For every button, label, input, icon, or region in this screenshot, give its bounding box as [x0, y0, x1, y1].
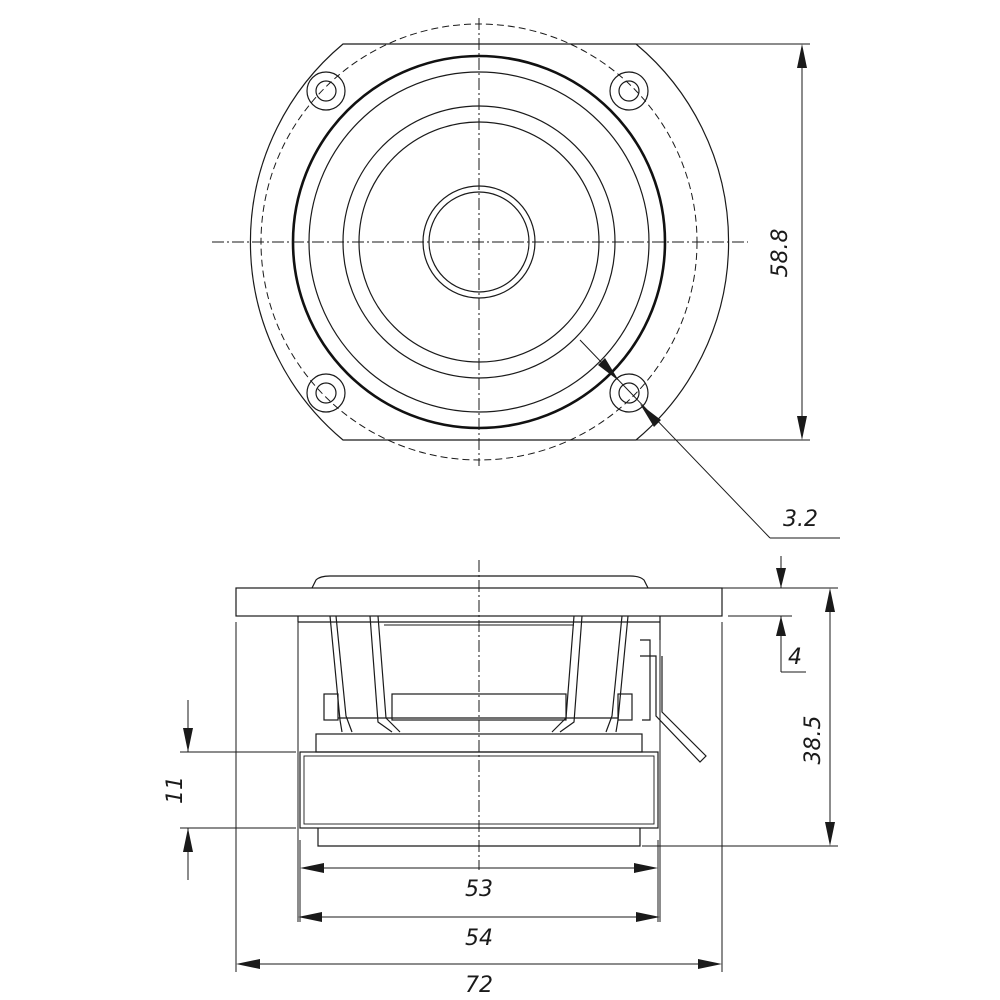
dimension-flange-thickness: 4	[728, 556, 806, 673]
dimension-overall-width: 72	[235, 622, 723, 998]
dimension-label-magnet-height: 11	[163, 776, 188, 804]
mount-hole-top-right	[609, 71, 649, 111]
dimension-flange-height: 58.8	[636, 43, 810, 441]
dimension-label-total-depth: 38.5	[801, 716, 826, 765]
front-view	[212, 18, 748, 466]
side-basket-inner-left	[369, 615, 401, 733]
mount-hole-top-left	[306, 71, 346, 111]
mount-hole-bottom-right	[609, 373, 649, 413]
dimension-label-flange-height: 58.8	[768, 229, 793, 278]
dimension-label-frame-width: 54	[465, 926, 493, 951]
dimension-label-magnet-diameter: 53	[465, 877, 493, 902]
side-terminal	[640, 639, 707, 763]
side-basket-left	[329, 615, 353, 733]
dimension-mount-hole: 3.2	[579, 339, 840, 539]
mount-hole-bottom-left	[306, 373, 346, 413]
dimension-label-flange-thickness: 4	[788, 645, 802, 670]
side-basket-right	[605, 615, 629, 733]
side-basket-inner-right	[551, 615, 583, 733]
side-view	[235, 560, 723, 870]
dimension-magnet-height: 11	[163, 700, 296, 880]
dimension-magnet-diameter: 53	[299, 840, 659, 922]
dimension-label-overall-width: 72	[465, 973, 493, 998]
dimension-label-mount-hole: 3.2	[783, 507, 818, 532]
dimension-total-depth: 38.5	[642, 587, 838, 847]
side-surround	[311, 575, 649, 589]
dimension-frame-width: 54	[297, 622, 661, 951]
